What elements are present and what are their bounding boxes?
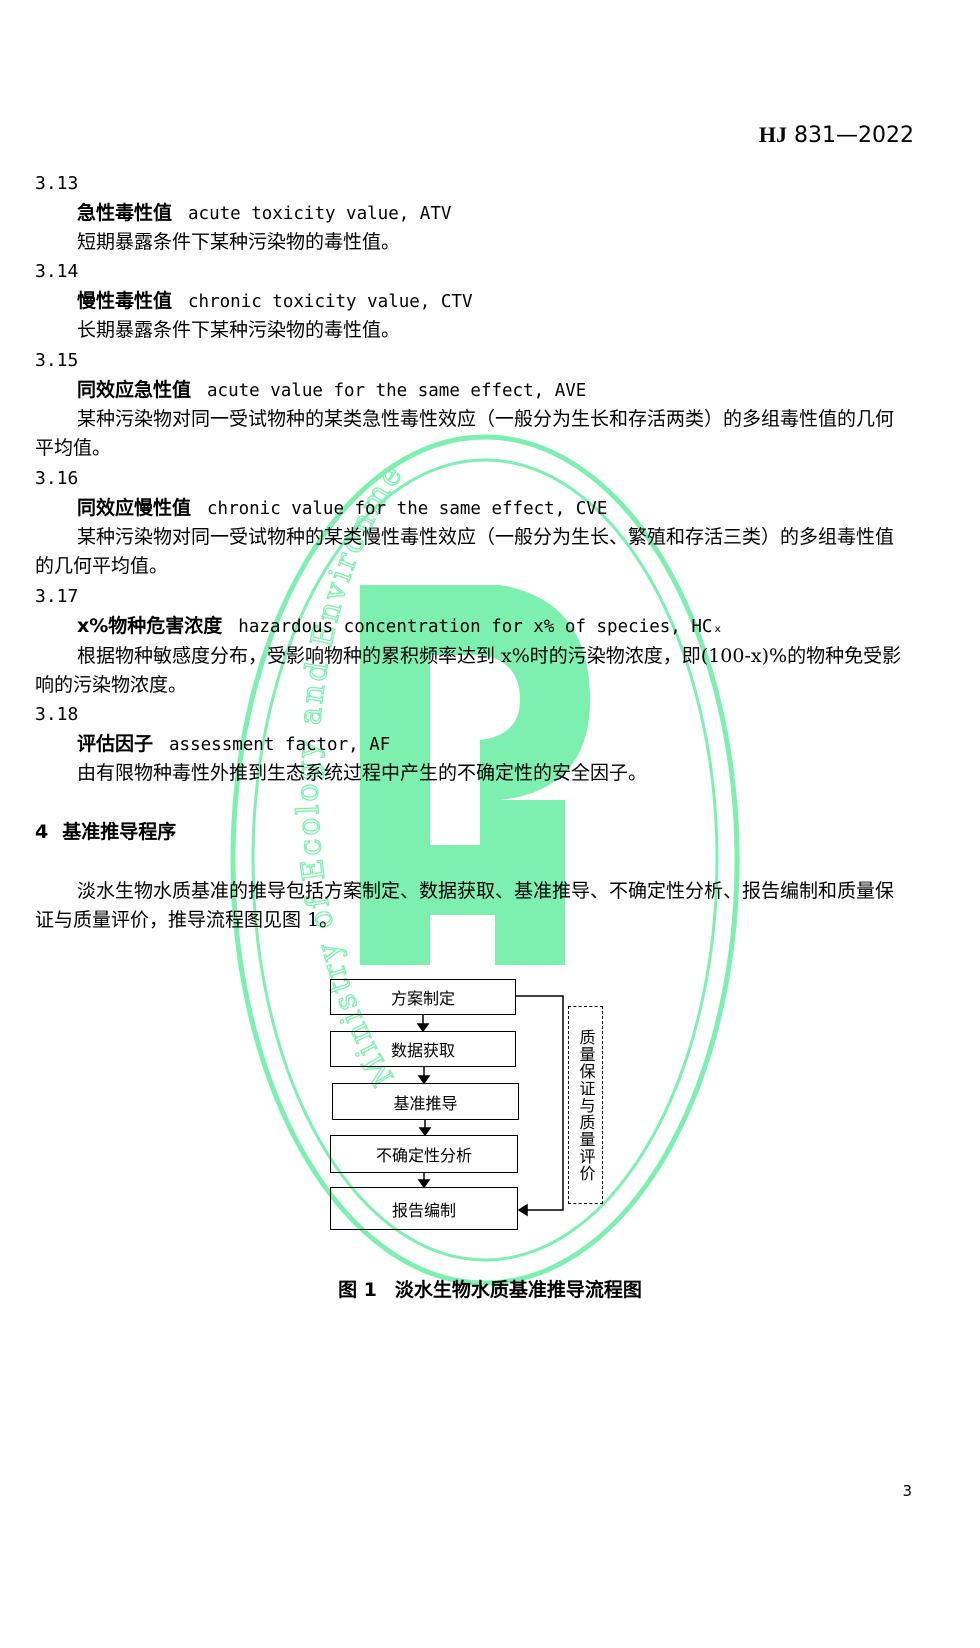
term-definition-cont: 平均值。	[35, 437, 112, 459]
flow-step-report: 报告编制	[330, 1187, 518, 1230]
entry-number: 3.14	[35, 261, 79, 282]
term-definition: 某种污染物对同一受试物种的某类急性毒性效应（一般分为生长和存活两类）的多组毒性值…	[77, 408, 895, 430]
flow-step-plan: 方案制定	[330, 979, 516, 1015]
section-paragraph: 淡水生物水质基准的推导包括方案制定、数据获取、基准推导、不确定性分析、报告编制和…	[77, 880, 895, 902]
term-definition: 由有限物种毒性外推到生态系统过程中产生的不确定性的安全因子。	[77, 762, 648, 784]
quality-assurance-box: 质量保证与质量评价	[568, 1006, 603, 1204]
term-definition: 根据物种敏感度分布，受影响物种的累积频率达到 x%时的污染物浓度，即(100-x…	[77, 645, 902, 667]
quality-assurance-label: 质量保证与质量评价	[576, 1028, 596, 1182]
flow-step-uncertainty: 不确定性分析	[330, 1135, 518, 1173]
flow-step-data: 数据获取	[330, 1031, 516, 1067]
page-number: 3	[902, 1482, 912, 1500]
term-definition: 某种污染物对同一受试物种的某类慢性毒性效应（一般分为生长、繁殖和存活三类）的多组…	[77, 526, 895, 548]
flow-step-derive: 基准推导	[332, 1083, 519, 1120]
term-definition-cont: 响的污染物浓度。	[35, 674, 188, 696]
entry-number: 3.18	[35, 704, 79, 725]
term-definition: 短期暴露条件下某种污染物的毒性值。	[77, 231, 401, 253]
entry-number: 3.17	[35, 586, 79, 607]
entry-number: 3.15	[35, 350, 79, 371]
section-paragraph-cont: 证与质量评价，推导流程图见图 1。	[35, 909, 339, 931]
document-code: HJ 831—2022	[758, 122, 914, 148]
entry-number: 3.16	[35, 468, 79, 489]
term-definition: 长期暴露条件下某种污染物的毒性值。	[77, 319, 401, 341]
entry-number: 3.13	[35, 173, 79, 194]
term-definition-cont: 的几何平均值。	[35, 555, 169, 577]
